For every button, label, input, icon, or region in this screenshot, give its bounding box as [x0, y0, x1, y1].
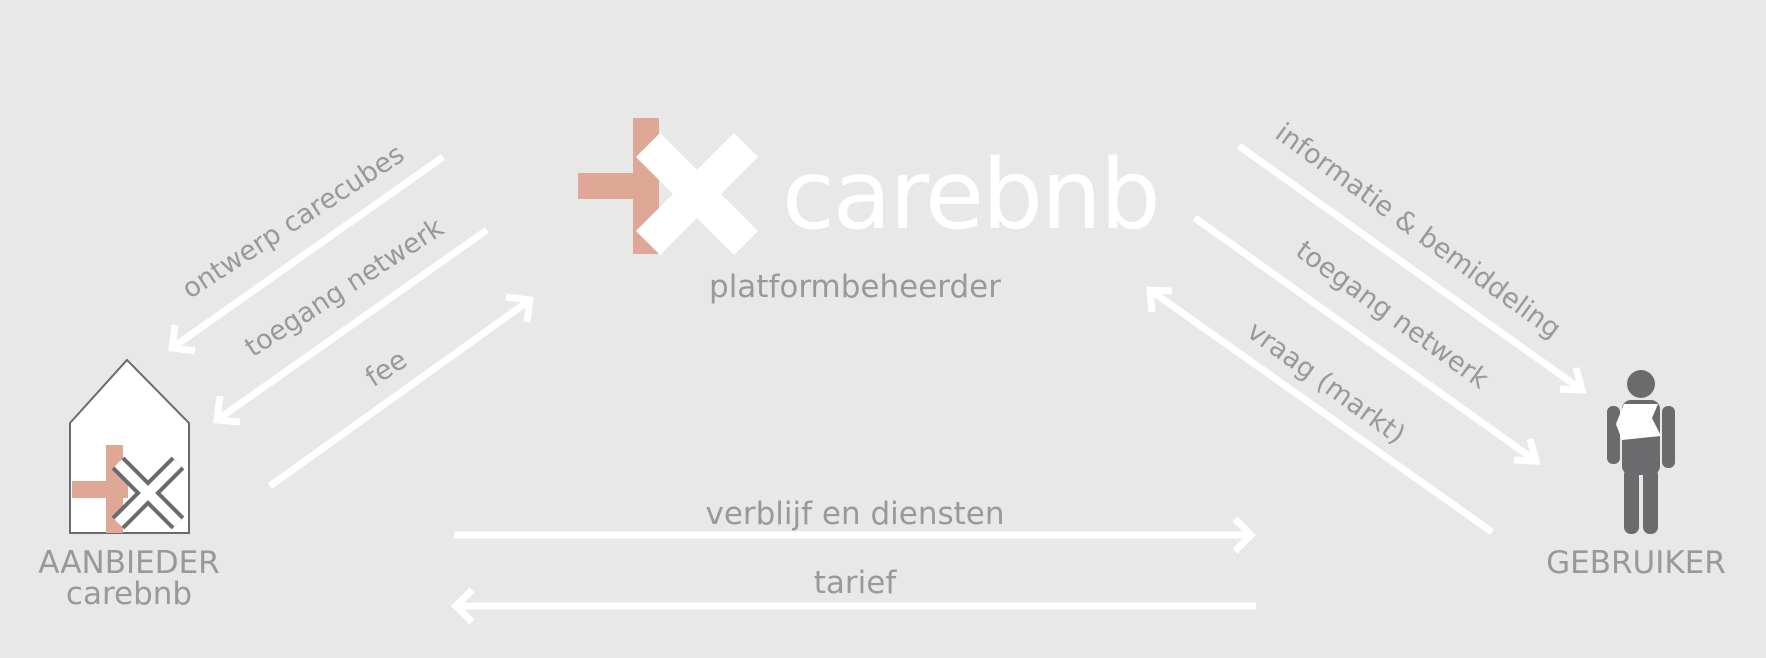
arrow-fee: [267, 293, 534, 489]
logo-wordmark: carebnb: [782, 139, 1159, 251]
carebnb-logo: carebnb: [578, 118, 1161, 256]
arrow-tarief: [451, 587, 1256, 625]
arrow-toegang-right: [1192, 215, 1541, 465]
label-vraag: vraag (markt): [1241, 316, 1411, 451]
arrow-informatie: [1236, 143, 1587, 394]
provider-title: AANBIEDER: [38, 545, 219, 581]
arrow-vraag: [1146, 286, 1495, 535]
arrow-ontwerp: [168, 154, 446, 355]
arrow-toegang-left: [213, 227, 490, 426]
label-tarief: tarief: [814, 565, 898, 601]
user-figure-icon: [1607, 370, 1675, 534]
user-title: GEBRUIKER: [1546, 545, 1726, 581]
platform-role-label: platformbeheerder: [709, 269, 1001, 305]
label-verblijf: verblijf en diensten: [705, 496, 1004, 532]
arrow-verblijf: [454, 516, 1256, 554]
carebnb-cross-icon: [578, 118, 759, 256]
label-informatie: informatie & bemiddeling: [1269, 117, 1566, 345]
provider-subtitle: carebnb: [66, 576, 192, 612]
provider-house-icon: [69, 358, 190, 534]
